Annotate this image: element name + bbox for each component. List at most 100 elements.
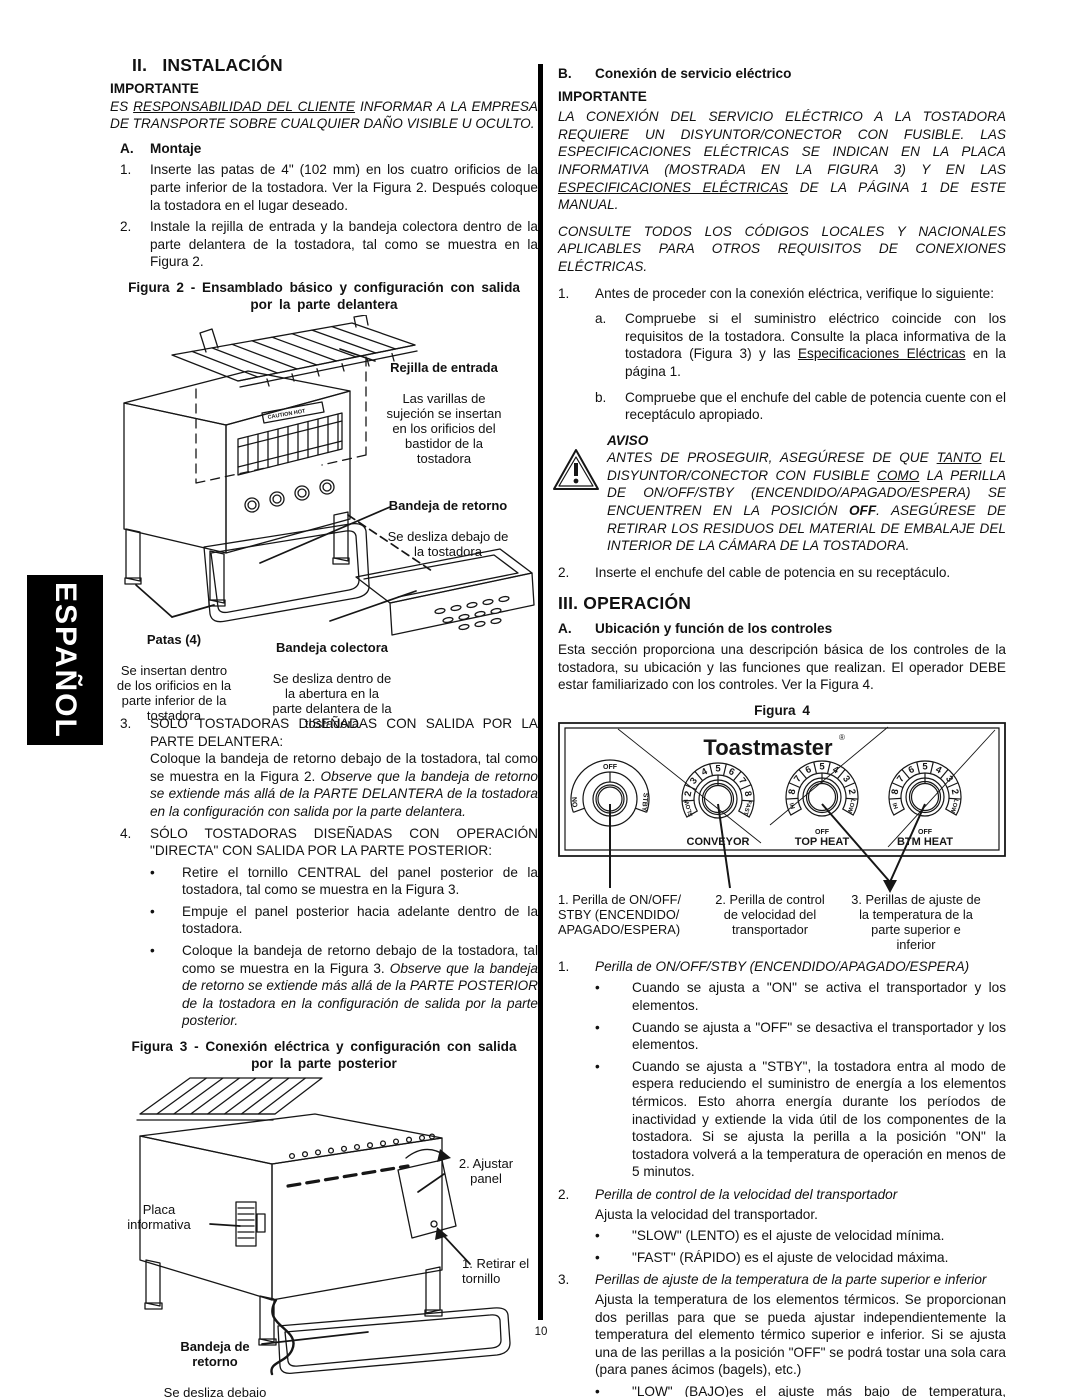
svg-text:2: 2 xyxy=(846,788,858,795)
svg-text:4: 4 xyxy=(831,764,841,777)
importante-label: IMPORTANTE xyxy=(110,81,199,96)
callout-arrowhead xyxy=(883,879,897,893)
conveyor-label: CONVEYOR xyxy=(687,836,750,848)
svg-text:OFF: OFF xyxy=(603,764,618,771)
column-divider xyxy=(538,64,543,1320)
figure2-label-patas: Patas (4) Se insertan dentro de los orif… xyxy=(116,632,232,724)
svg-text:8: 8 xyxy=(890,788,902,795)
sub-item-b: b. Compruebe que el enchufe del cable de… xyxy=(595,389,1006,423)
svg-text:HI: HI xyxy=(892,801,900,809)
importante-paragraph: ES RESPONSABILIDAD DEL CLIENTE INFORMAR … xyxy=(110,98,538,132)
figure3-caption: Figura 3 - Conexión eléctrica y configur… xyxy=(131,1039,517,1072)
left-column: II. INSTALACIÓN IMPORTANTE ES RESPONSABI… xyxy=(110,55,538,1397)
subsection-montaje: A. Montaje xyxy=(120,140,202,156)
figure3: Placa informativa 2. Ajustar panel 1. Re… xyxy=(110,1074,538,1397)
figure3-label-bandeja: Bandeja de retorno Se desliza debajo de … xyxy=(163,1339,267,1397)
figure2-label-rejilla: Rejilla de entrada Las varillas de sujec… xyxy=(386,360,502,467)
section-heading-operacion: III. OPERACIÓN xyxy=(558,593,692,614)
list-item: 2. Instale la rejilla de entrada y la ba… xyxy=(120,219,538,270)
sub-item-a: a. Compruebe si el suministro eléctrico … xyxy=(595,311,1006,379)
language-tab: ESPAÑOL xyxy=(27,575,103,745)
svg-text:STBY: STBY xyxy=(640,792,649,812)
top-heat-off-label: OFF xyxy=(815,829,830,836)
svg-text:7: 7 xyxy=(895,773,907,784)
importante-label: IMPORTANTE xyxy=(558,88,647,104)
control-item-3-lead: Ajusta la temperatura de los elementos t… xyxy=(595,1291,1006,1378)
figure4-callout-lines xyxy=(610,804,925,888)
control-item-3: 3. Perillas de ajuste de la temperatura … xyxy=(558,1272,987,1288)
svg-text:7: 7 xyxy=(792,773,804,784)
svg-text:8: 8 xyxy=(787,788,799,795)
figure4-callout-3: 3. Perillas de ajuste de la temperatura … xyxy=(851,891,981,952)
svg-text:5: 5 xyxy=(819,761,825,772)
figure4-control-panel: Toastmaster ® ON OFF STBY xyxy=(558,722,1006,954)
svg-text:3: 3 xyxy=(840,773,852,784)
svg-text:6: 6 xyxy=(907,764,917,776)
svg-text:5: 5 xyxy=(715,763,721,774)
svg-text:2: 2 xyxy=(949,788,961,795)
bullet-item: • Cuando se ajusta a "ON" se activa el t… xyxy=(595,980,1006,1013)
figure3-label-ajustar: 2. Ajustar panel xyxy=(458,1156,514,1187)
bullet-item: • Empuje el panel posterior hacia adelan… xyxy=(150,903,538,937)
svg-text:LOW: LOW xyxy=(949,798,959,813)
btm-heat-off-label: OFF xyxy=(918,829,933,836)
svg-text:ON: ON xyxy=(572,796,580,807)
list-item: 3. SÓLO TOSTADORAS DISEÑADAS CON SALIDA … xyxy=(120,715,538,819)
svg-text:5: 5 xyxy=(922,761,928,772)
bullet-item: • Retire el tornillo CENTRAL del panel p… xyxy=(150,864,538,898)
svg-text:6: 6 xyxy=(727,766,737,778)
list-item: 1. Antes de proceder con la conexión elé… xyxy=(558,285,994,301)
svg-text:3: 3 xyxy=(688,775,700,786)
svg-text:SLOW: SLOW xyxy=(684,798,695,817)
colectora-slots xyxy=(435,596,510,630)
warning-triangle-icon xyxy=(552,432,600,555)
page-number: 10 xyxy=(534,1326,548,1338)
figure2-caption: Figura 2 - Ensamblado básico y configura… xyxy=(128,279,520,312)
knob-btm-heat[interactable]: HI 8 7 6 5 4 3 2 LOW xyxy=(889,761,961,816)
subsection-ubicacion: A. Ubicación y función de los controles xyxy=(558,621,833,637)
language-tab-label: ESPAÑOL xyxy=(49,581,82,739)
control-item-2: 2. Perilla de control de la velocidad de… xyxy=(558,1186,898,1202)
figure2-label-colectora: Bandeja colectora Se desliza dentro de l… xyxy=(272,640,392,732)
importante-paragraph-2: CONSULTE TODOS LOS CÓDIGOS LOCALES Y NAC… xyxy=(558,223,1006,274)
bullet-item: • "LOW" (BAJO)es el ajuste más bajo de t… xyxy=(595,1383,1006,1397)
svg-text:7: 7 xyxy=(736,775,748,786)
svg-text:4: 4 xyxy=(700,766,710,779)
figure3-label-placa: Placa informativa xyxy=(127,1202,191,1233)
right-column: B. Conexión de servicio eléctrico IMPORT… xyxy=(558,55,1006,1397)
subsection-conexion: B. Conexión de servicio eléctrico xyxy=(558,66,792,81)
figure2-toaster-diagram: CAUTION HOT xyxy=(110,315,538,711)
svg-text:HI: HI xyxy=(789,801,797,809)
control-item-1: 1. Perilla de ON/OFF/STBY (ENCENDIDO/APA… xyxy=(558,958,970,974)
figure4-callout-2: 2. Perilla de control de velocidad del t… xyxy=(715,891,825,937)
importante-paragraph-1: LA CONEXIÓN DEL SERVICIO ELÉCTRICO A LA … xyxy=(558,109,1006,213)
svg-text:3: 3 xyxy=(943,773,955,784)
operacion-intro: Esta sección proporciona una descripción… xyxy=(558,642,1006,693)
svg-text:6: 6 xyxy=(804,764,814,776)
list-item: 4. SÓLO TOSTADORAS DISEÑADAS CON OPERACI… xyxy=(120,825,538,859)
brand-logo: Toastmaster xyxy=(703,735,833,760)
bullet-item: • "FAST" (RÁPIDO) es el ajuste de veloci… xyxy=(595,1249,949,1265)
list-item: 1. Inserte las patas de 4" (102 mm) en l… xyxy=(120,162,538,213)
figure2-label-retorno: Bandeja de retorno Se desliza debajo de … xyxy=(387,498,509,559)
svg-text:FAST: FAST xyxy=(742,799,752,816)
figure2-callout-lines xyxy=(136,349,432,621)
vent-holes xyxy=(290,1134,435,1158)
aviso-warning-block: AVISO ANTES DE PROSEGUIR, ASEGÚRESE DE Q… xyxy=(558,432,1006,555)
bullet-item: • Cuando se ajusta a "STBY", la tostador… xyxy=(595,1058,1006,1180)
knob-on-off-stby[interactable]: ON OFF STBY xyxy=(571,760,649,826)
section-heading-instalacion: II. INSTALACIÓN xyxy=(132,55,283,75)
figure4-panel-drawing: Toastmaster ® ON OFF STBY xyxy=(558,722,1006,893)
svg-text:LOW: LOW xyxy=(846,798,856,813)
svg-text:2: 2 xyxy=(683,790,695,797)
figure4-caption: Figura 4 xyxy=(754,702,810,718)
figure3-label-retirar: 1. Retirar el tornillo xyxy=(462,1256,530,1287)
aviso-label: AVISO xyxy=(607,432,649,448)
figure3-toaster-diagram xyxy=(110,1074,538,1378)
knob-conveyor-speed[interactable]: SLOW 2 3 4 5 6 7 8 FAST xyxy=(682,763,754,818)
bullet-item: • "SLOW" (LENTO) es el ajuste de velocid… xyxy=(595,1228,945,1244)
top-heat-label: TOP HEAT xyxy=(795,836,850,848)
registered-mark: ® xyxy=(839,733,845,742)
knob-top-heat[interactable]: HI 8 7 6 5 4 3 2 LOW xyxy=(786,761,858,816)
